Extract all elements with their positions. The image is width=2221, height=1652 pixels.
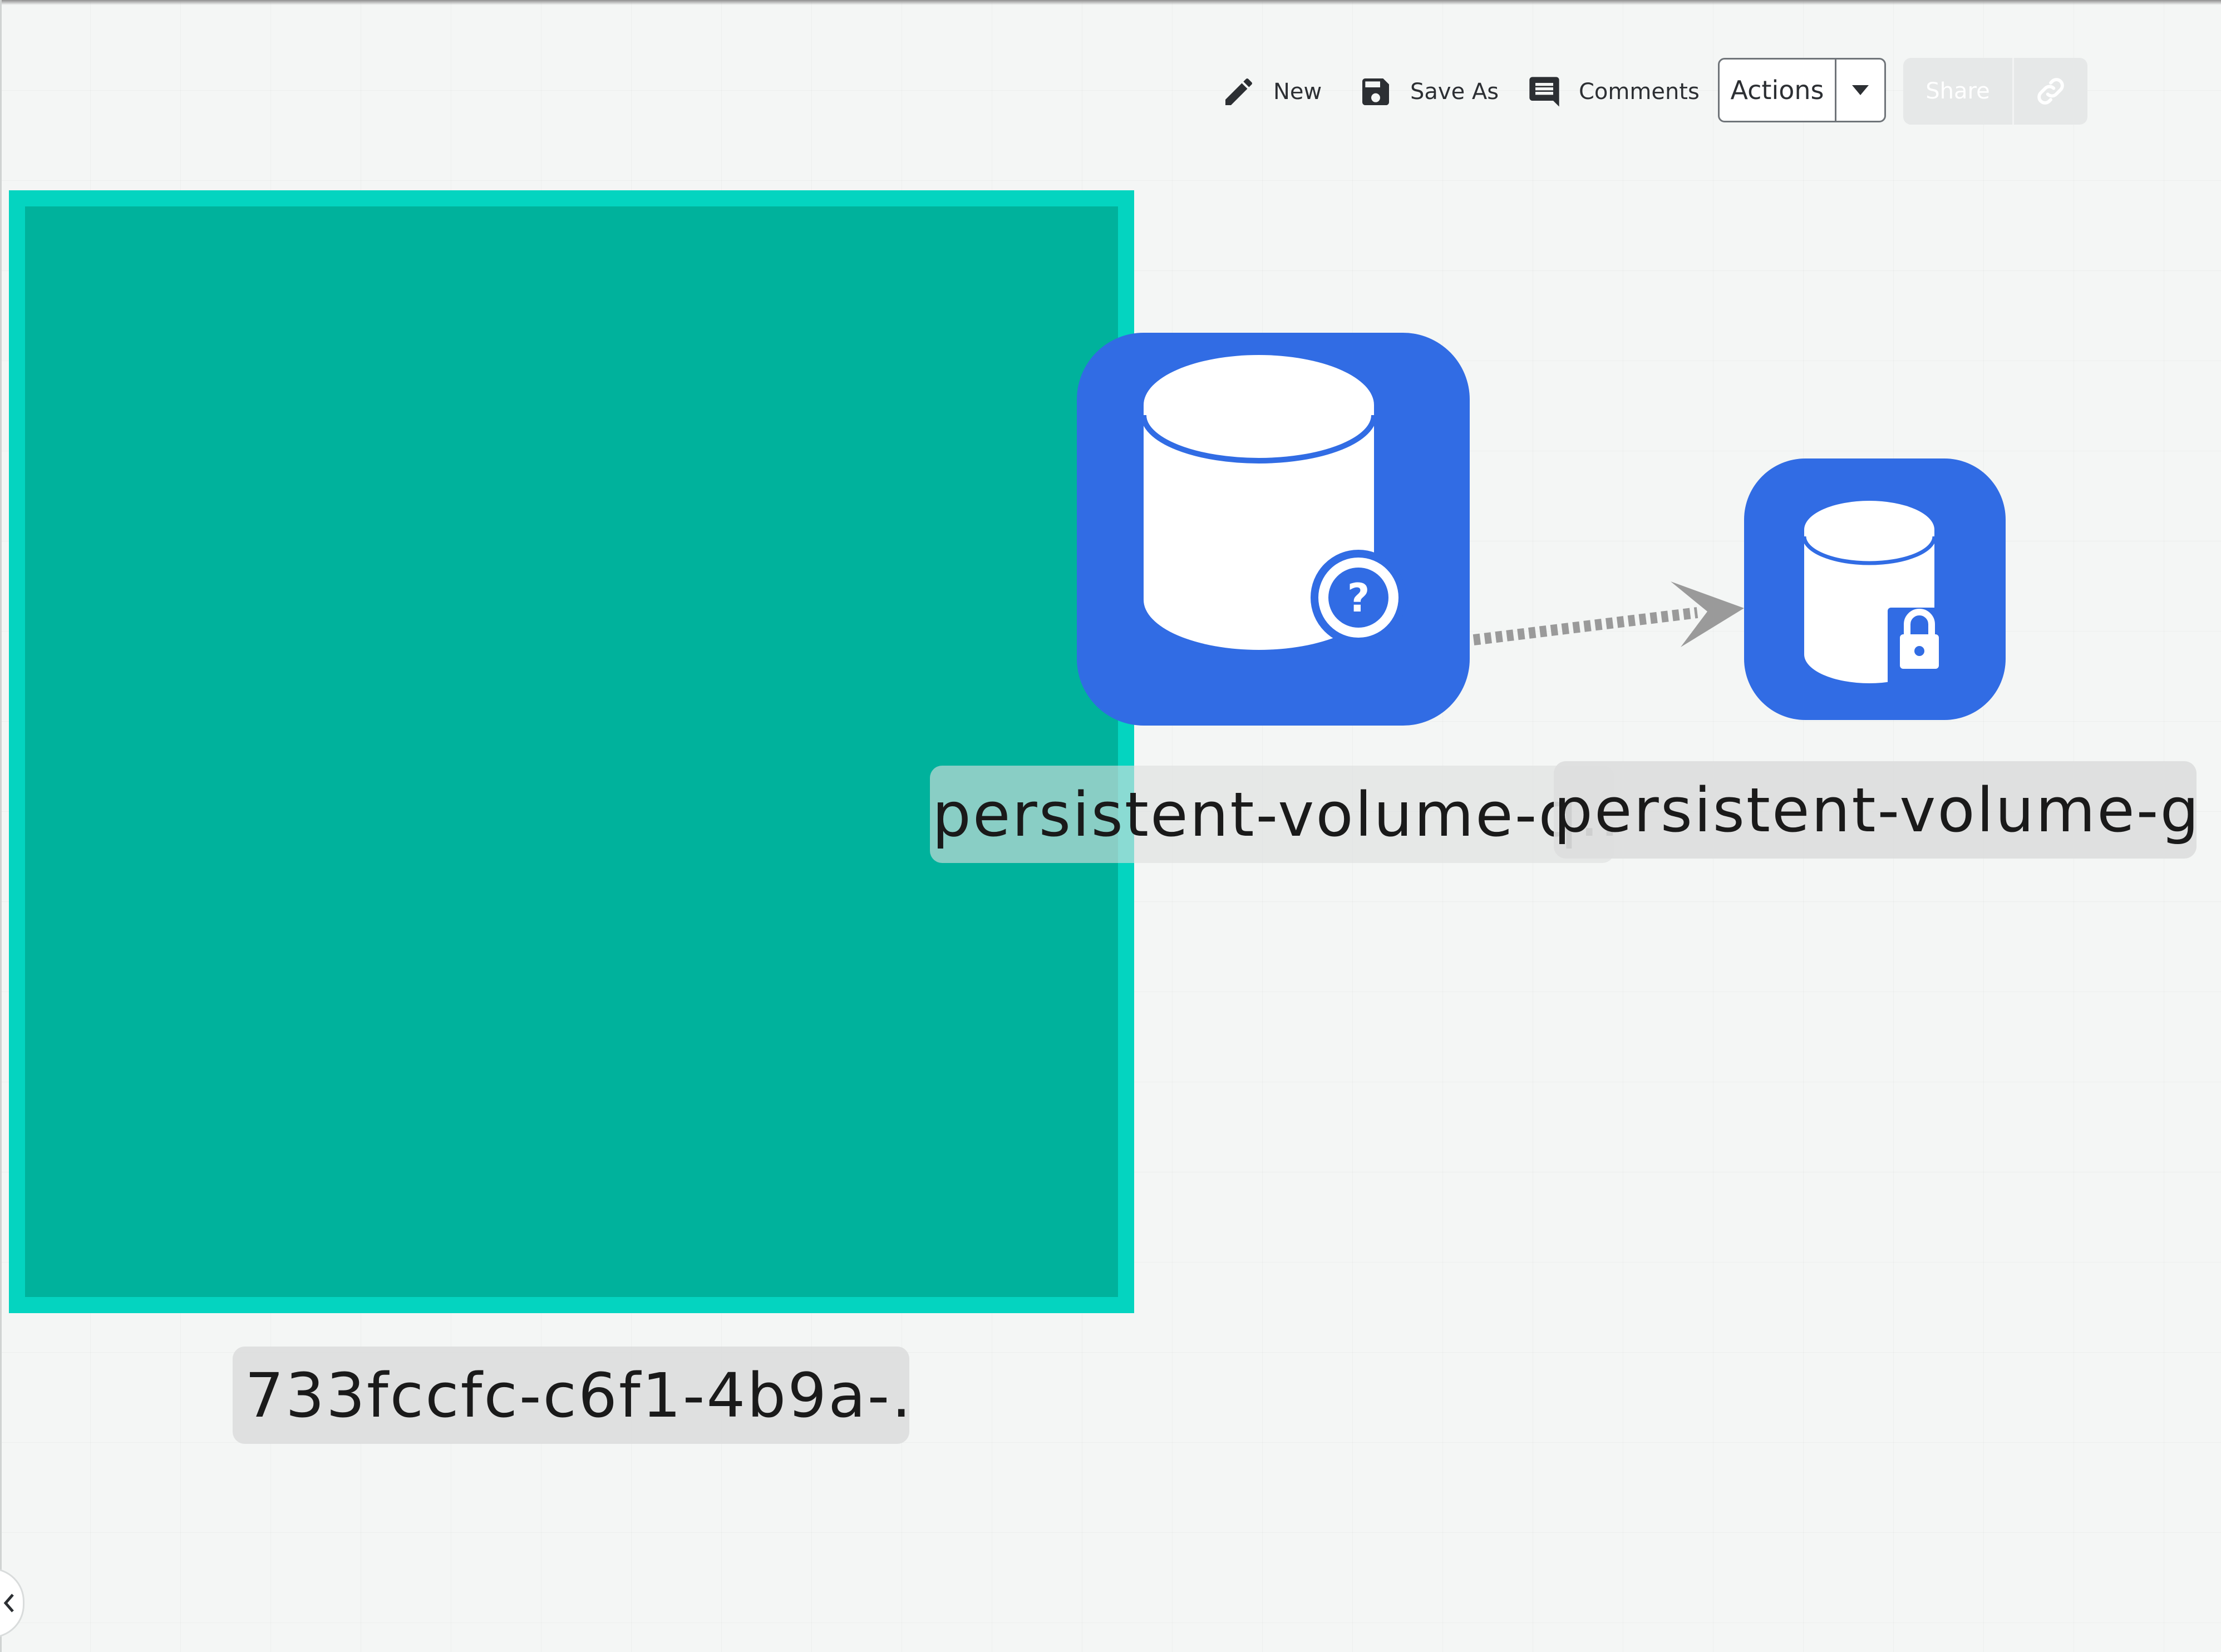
copy-link-button[interactable]: [2014, 58, 2087, 125]
window-top-edge: [0, 0, 2221, 5]
actions-toggle[interactable]: [1836, 60, 1884, 121]
new-label: New: [1273, 79, 1322, 105]
comment-icon: [1529, 77, 1559, 107]
actions-divider: [1835, 60, 1836, 121]
node-label-persistent-volume-gk[interactable]: persistent-volume-gk: [1554, 761, 2197, 859]
link-icon: [2037, 78, 2064, 105]
edge-arrowhead: [1671, 581, 1744, 647]
actions-button[interactable]: Actions: [1730, 75, 1824, 105]
node-label-persistent-volume-q[interactable]: persistent-volume-q…: [930, 766, 1614, 863]
share-button[interactable]: Share: [1925, 78, 1990, 104]
new-button[interactable]: New: [1221, 70, 1322, 114]
node-persistent-volume-q[interactable]: ?: [1077, 333, 1470, 726]
actions-dropdown[interactable]: Actions: [1718, 58, 1886, 122]
svg-text:?: ?: [1347, 575, 1370, 621]
chevron-left-icon: [3, 1594, 14, 1612]
group-label[interactable]: 733fccfc-c6f1-4b9a-…: [233, 1347, 909, 1444]
database-question-icon: ?: [1077, 333, 1470, 726]
floppy-disk-icon: [1362, 78, 1389, 105]
share-divider: [2012, 58, 2014, 125]
save-as-button[interactable]: Save As: [1358, 70, 1499, 114]
comments-button[interactable]: Comments: [1526, 70, 1700, 114]
share-group: Share: [1903, 58, 2087, 125]
caret-down-icon: [1852, 85, 1869, 95]
canvas-left-border: [0, 0, 2, 1652]
comments-label: Comments: [1579, 79, 1700, 105]
pencil-icon: [1225, 78, 1253, 105]
edge-dashed-line: [1473, 607, 1698, 645]
save-as-label: Save As: [1410, 79, 1499, 105]
node-persistent-volume-gk[interactable]: [1744, 458, 2006, 720]
database-lock-icon: [1744, 458, 2006, 720]
